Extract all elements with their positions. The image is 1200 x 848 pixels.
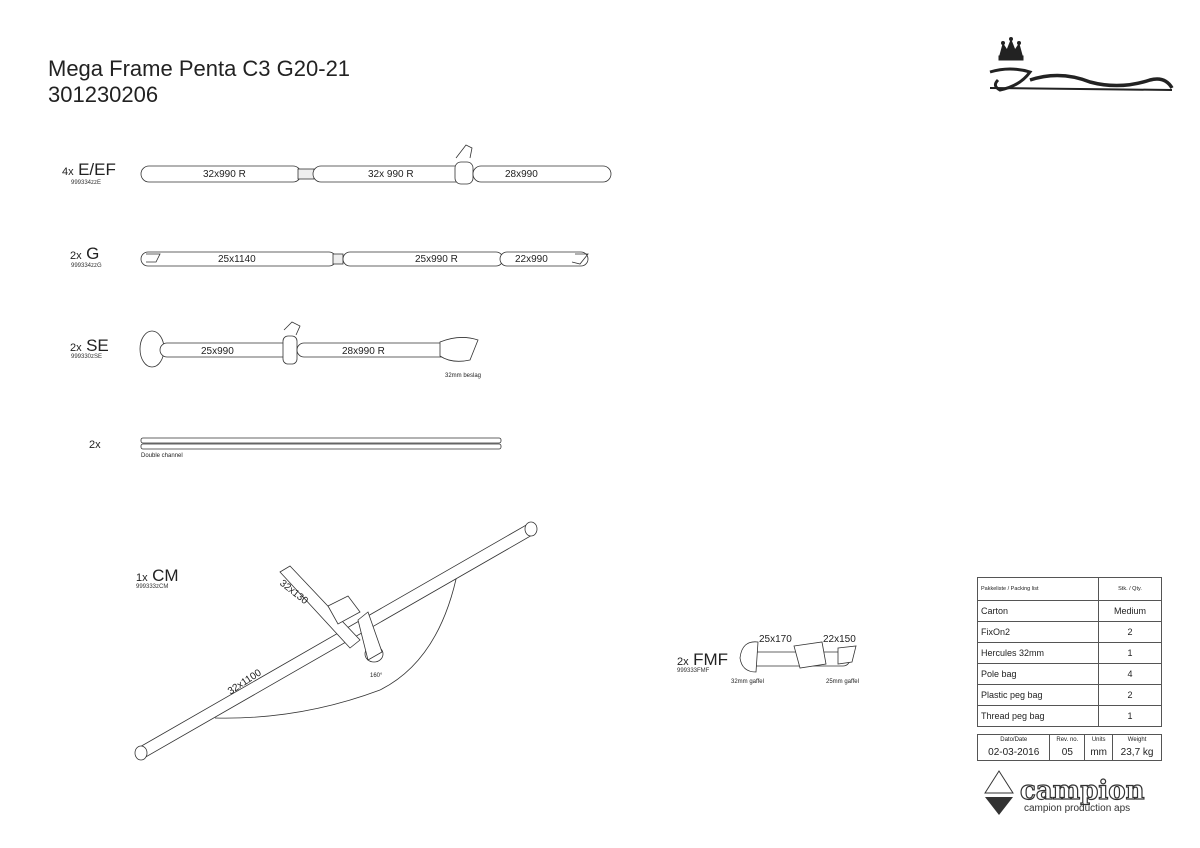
pole-g xyxy=(140,251,589,267)
fmf-right-fit: 25mm gaffel xyxy=(826,679,859,685)
dim-g-3: 22x990 xyxy=(515,254,548,265)
ref-g: 999334zzG xyxy=(71,263,102,269)
meta-table: Dato/Date Rev. no. Units Weight 02-03-20… xyxy=(976,734,1162,761)
table-row: Carton Medium xyxy=(977,600,1162,622)
label-cm: 1x CM xyxy=(136,566,179,585)
packing-qty: 1 xyxy=(1098,642,1162,664)
units-value: mm xyxy=(1084,744,1114,761)
dim-e-ef-2: 32x 990 R xyxy=(368,169,414,180)
label-e-ef: 4x E/EF xyxy=(62,160,116,179)
ref-e-ef: 999334zzE xyxy=(71,180,102,186)
date-label: Dato/Date xyxy=(976,734,1051,744)
fmf-left-fit: 32mm gaffel xyxy=(731,679,764,685)
label-g: 2x G xyxy=(70,244,100,263)
dim-fmf-2: 22x150 xyxy=(823,634,856,645)
dim-se-2: 28x990 R xyxy=(342,346,385,357)
packing-qty: 2 xyxy=(1098,684,1162,706)
rev-value: 05 xyxy=(1049,744,1086,761)
label-fmf: 2x FMF xyxy=(677,650,729,669)
date-value: 02-03-2016 xyxy=(976,744,1051,761)
table-row: Pole bag 4 xyxy=(977,663,1162,685)
dim-se-1: 25x990 xyxy=(201,346,234,357)
table-row: Plastic peg bag 2 xyxy=(977,684,1162,706)
pole-e-ef xyxy=(140,144,612,185)
packing-qty-label: Stk. / Qty. xyxy=(1098,577,1162,601)
cm-angle: 160° xyxy=(370,673,383,679)
ref-fmf: 999333FMF xyxy=(677,668,710,674)
table-row: Hercules 32mm 1 xyxy=(977,642,1162,664)
ref-cm: 999333zCM xyxy=(136,584,169,590)
company-logo-text: campion xyxy=(1019,775,1145,806)
pole-se xyxy=(139,321,479,368)
packing-qty: 2 xyxy=(1098,621,1162,643)
packing-item: Thread peg bag xyxy=(977,705,1099,727)
packing-item: Pole bag xyxy=(977,663,1099,685)
dim-g-1: 25x1140 xyxy=(218,254,256,265)
table-row: Thread peg bag 1 xyxy=(977,705,1162,727)
double-channel xyxy=(140,437,502,450)
channel-name: Double channel xyxy=(141,453,183,459)
weight-label: Weight xyxy=(1112,734,1162,744)
packing-item: FixOn2 xyxy=(977,621,1099,643)
packing-qty: 1 xyxy=(1098,705,1162,727)
page-title: Mega Frame Penta C3 G20-21 xyxy=(48,56,351,81)
packing-item: Plastic peg bag xyxy=(977,684,1099,706)
part-number: 301230206 xyxy=(48,82,159,107)
packing-list-header: Pakkeliste / Packing list Stk. / Qty. xyxy=(977,577,1162,601)
campion-logo-mark xyxy=(984,770,1014,815)
dim-g-2: 25x990 R xyxy=(415,254,458,265)
cm-frame xyxy=(134,521,538,761)
packing-qty: Medium xyxy=(1098,600,1162,622)
dim-e-ef-1: 32x990 R xyxy=(203,169,246,180)
units-label: Units xyxy=(1084,734,1114,744)
packing-list-label: Pakkeliste / Packing list xyxy=(977,577,1099,601)
packing-item: Hercules 32mm xyxy=(977,642,1099,664)
dim-e-ef-3: 28x990 xyxy=(505,169,538,180)
se-fitting-label: 32mm beslag xyxy=(445,373,482,379)
company-name: campion production aps xyxy=(1024,803,1131,814)
packing-item: Carton xyxy=(977,600,1099,622)
label-se: 2x SE xyxy=(70,336,109,355)
dim-fmf-1: 25x170 xyxy=(759,634,792,645)
label-channel-qty: 2x xyxy=(89,439,101,451)
fmf-fitting xyxy=(739,641,857,673)
packing-list-table: Pakkeliste / Packing list Stk. / Qty. Ca… xyxy=(977,577,1162,727)
ref-se: 999330zSE xyxy=(71,354,103,360)
isabella-logo xyxy=(989,37,1174,92)
rev-label: Rev. no. xyxy=(1049,734,1086,744)
weight-value: 23,7 kg xyxy=(1112,744,1162,761)
table-row: FixOn2 2 xyxy=(977,621,1162,643)
packing-qty: 4 xyxy=(1098,663,1162,685)
